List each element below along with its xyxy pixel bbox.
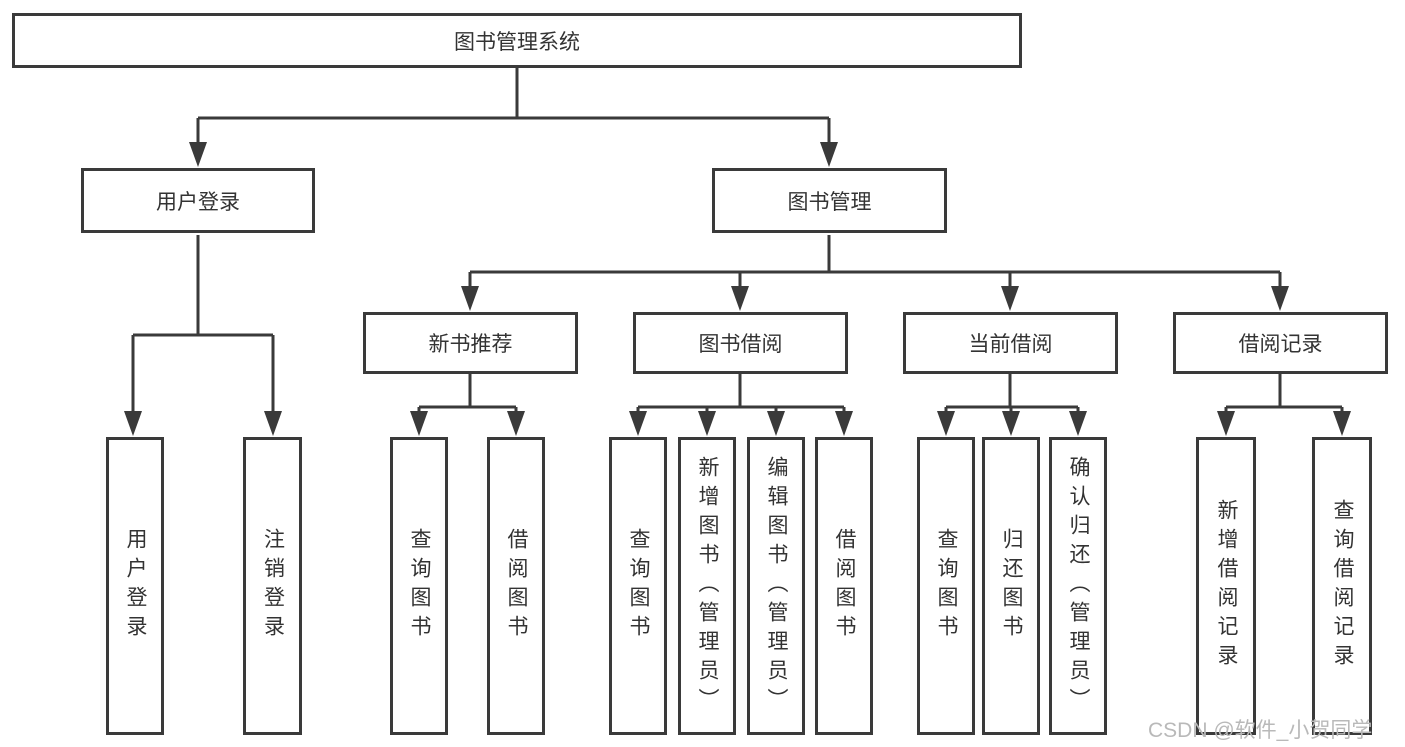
arrowheads xyxy=(124,142,1351,436)
leaf-recommend-borrow-books: 借阅图书 xyxy=(487,437,545,735)
arrowhead xyxy=(835,411,853,436)
arrowhead xyxy=(1069,411,1087,436)
leaf-borrow-query-books-label: 查询图书 xyxy=(627,528,651,644)
arrowhead xyxy=(698,411,716,436)
arrowhead xyxy=(820,142,838,167)
csdn-watermark: CSDN @软件_小贺同学 xyxy=(1148,719,1373,742)
leaf-query-borrow-record-label: 查询借阅记录 xyxy=(1331,499,1355,673)
leaf-edit-books-admin: 编辑图书（管理员） xyxy=(747,437,805,735)
leaf-return-books: 归还图书 xyxy=(982,437,1040,735)
leaf-confirm-return-admin-label: 确认归还（管理员） xyxy=(1067,455,1091,717)
leaf-edit-books-admin-label: 编辑图书（管理员） xyxy=(765,455,789,717)
node-new-book-recommend-label: 新书推荐 xyxy=(428,333,513,356)
connector-new-book-children xyxy=(417,374,518,424)
node-new-book-recommend: 新书推荐 xyxy=(363,312,578,374)
arrowhead xyxy=(767,411,785,436)
arrowhead xyxy=(189,142,207,167)
leaf-recommend-query-books: 查询图书 xyxy=(390,437,448,735)
connector-book-management-children xyxy=(468,235,1282,298)
arrowhead xyxy=(629,411,647,436)
arrowhead xyxy=(264,411,282,436)
node-user-login-label: 用户登录 xyxy=(156,190,240,214)
leaf-user-login-label: 用户登录 xyxy=(124,528,148,644)
arrowhead xyxy=(1271,286,1289,311)
leaf-query-borrow-record: 查询借阅记录 xyxy=(1312,437,1372,735)
leaf-user-login: 用户登录 xyxy=(106,437,164,735)
leaf-recommend-query-books-label: 查询图书 xyxy=(408,528,432,644)
arrowhead xyxy=(937,411,955,436)
node-book-borrow: 图书借阅 xyxy=(633,312,848,374)
arrowhead xyxy=(731,286,749,311)
leaf-current-query-books: 查询图书 xyxy=(917,437,975,735)
arrowhead xyxy=(1002,411,1020,436)
node-book-borrow-label: 图书借阅 xyxy=(698,333,783,356)
leaf-borrow-query-books: 查询图书 xyxy=(609,437,667,735)
leaf-logout: 注销登录 xyxy=(243,437,302,735)
arrowhead xyxy=(410,411,428,436)
leaf-return-books-label: 归还图书 xyxy=(1000,528,1024,644)
leaf-current-query-books-label: 查询图书 xyxy=(935,528,959,644)
leaf-borrow-books-label: 借阅图书 xyxy=(833,528,857,644)
node-root: 图书管理系统 xyxy=(12,13,1022,68)
node-book-management: 图书管理 xyxy=(712,168,947,233)
connector-book-borrow-children xyxy=(636,374,846,424)
connector-user-login-children xyxy=(131,235,275,420)
leaf-recommend-borrow-books-label: 借阅图书 xyxy=(505,528,529,644)
leaf-add-books-admin: 新增图书（管理员） xyxy=(678,437,736,735)
arrowhead xyxy=(1333,411,1351,436)
leaf-confirm-return-admin: 确认归还（管理员） xyxy=(1049,437,1107,735)
arrowhead xyxy=(1217,411,1235,436)
leaf-add-borrow-record: 新增借阅记录 xyxy=(1196,437,1256,735)
arrowhead xyxy=(507,411,525,436)
connector-root-to-level2 xyxy=(196,68,831,150)
arrowhead xyxy=(124,411,142,436)
arrowhead xyxy=(461,286,479,311)
node-root-label: 图书管理系统 xyxy=(454,30,580,54)
leaf-borrow-books: 借阅图书 xyxy=(815,437,873,735)
node-user-login: 用户登录 xyxy=(81,168,315,233)
node-book-management-label: 图书管理 xyxy=(787,190,872,214)
connector-borrow-records-children xyxy=(1224,374,1344,424)
leaf-logout-label: 注销登录 xyxy=(261,528,285,644)
node-current-borrow-label: 当前借阅 xyxy=(968,333,1053,356)
leaf-add-books-admin-label: 新增图书（管理员） xyxy=(696,455,720,717)
node-borrow-records-label: 借阅记录 xyxy=(1238,333,1323,356)
leaf-add-borrow-record-label: 新增借阅记录 xyxy=(1215,499,1239,673)
arrowhead xyxy=(1001,286,1019,311)
node-borrow-records: 借阅记录 xyxy=(1173,312,1388,374)
node-current-borrow: 当前借阅 xyxy=(903,312,1118,374)
